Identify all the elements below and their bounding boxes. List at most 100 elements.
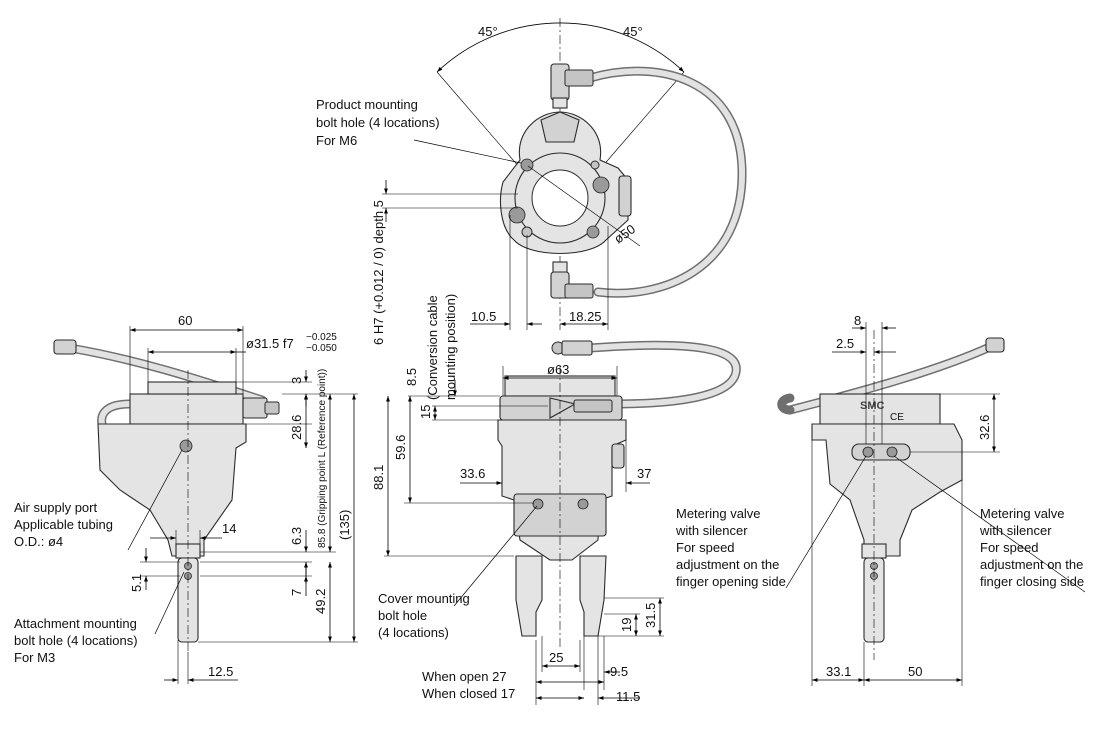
top-bolt-4 bbox=[586, 225, 600, 239]
meter-right-line1: Metering valve bbox=[980, 506, 1065, 521]
left-dim-60: 60 bbox=[178, 313, 192, 328]
left-dim-6-3: 6.3 bbox=[289, 527, 304, 545]
right-valve-window bbox=[851, 443, 911, 461]
metering-valve-close bbox=[886, 446, 898, 458]
top-connector-lower bbox=[550, 261, 594, 299]
dim-18-25: 18.25 bbox=[569, 309, 602, 324]
left-dim-14: 14 bbox=[222, 521, 236, 536]
right-dim-32-6: 32.6 bbox=[977, 415, 992, 440]
pin-hole-label: 6 H7 (+0.012 / 0) depth 5 bbox=[371, 200, 386, 345]
angle-right-label: 45° bbox=[623, 24, 643, 39]
front-view: ø63 8.5 15 59.6 88.1 33.6 37 Cover mount… bbox=[371, 340, 741, 705]
left-dim-5-1: 5.1 bbox=[129, 574, 144, 592]
left-cable-plug bbox=[53, 339, 77, 355]
angle-line-right bbox=[600, 71, 685, 169]
top-view: 45° 45° ø50 Product bbox=[316, 18, 747, 400]
front-dim-31-5: 31.5 bbox=[643, 603, 658, 628]
top-bolt-1 bbox=[520, 158, 534, 172]
front-dim-19: 19 bbox=[619, 618, 634, 632]
cover-note-line1: Cover mounting bbox=[378, 591, 470, 606]
air-note-line1: Air supply port bbox=[14, 500, 97, 515]
meter-left-line4: adjustment on the bbox=[676, 557, 779, 572]
air-note-line3: O.D.: ø4 bbox=[14, 534, 63, 549]
left-dim-135: (135) bbox=[337, 510, 352, 540]
meter-right-line3: For speed bbox=[980, 540, 1039, 555]
right-body bbox=[811, 423, 963, 557]
left-dim-3: 3 bbox=[289, 377, 304, 384]
top-bolt-2 bbox=[592, 176, 610, 194]
attach-leader bbox=[154, 571, 185, 635]
cover-note-line2: bolt hole bbox=[378, 608, 427, 623]
right-view: SMC CE 8 2.5 32.6 33.1 50 Me bbox=[675, 313, 1086, 686]
meter-right-line4: adjustment on the bbox=[980, 557, 1083, 572]
air-note-line2: Applicable tubing bbox=[14, 517, 113, 532]
right-dim-8: 8 bbox=[854, 313, 861, 328]
left-dim-12-5: 12.5 bbox=[208, 664, 233, 679]
left-dim-7: 7 bbox=[289, 589, 304, 596]
bolt-hole-note-line1: Product mounting bbox=[316, 97, 418, 112]
angle-arc bbox=[436, 22, 685, 73]
cover-bolt-leader bbox=[453, 505, 538, 607]
left-phi-tol-top: −0.025 bbox=[306, 332, 337, 343]
front-dim-9-5: 9.5 bbox=[610, 664, 628, 679]
meter-left-line1: Metering valve bbox=[676, 506, 761, 521]
air-supply-port bbox=[179, 439, 193, 453]
front-dim-37: 37 bbox=[637, 466, 651, 481]
dim-10-5: 10.5 bbox=[471, 309, 496, 324]
meter-open-leader bbox=[785, 455, 867, 589]
bolt-hole-note-line3: For M6 bbox=[316, 133, 357, 148]
left-dim-49-2: 49.2 bbox=[313, 589, 328, 614]
front-dim-25: 25 bbox=[549, 650, 563, 665]
left-dim-85-8: 85.8 (Gripping point L (Reference point)… bbox=[317, 369, 328, 548]
smc-logo: SMC bbox=[860, 400, 885, 412]
right-top-flange bbox=[819, 393, 941, 425]
front-cover-bolt-2 bbox=[577, 498, 589, 510]
left-side-connector bbox=[242, 397, 268, 419]
attach-note-line1: Attachment mounting bbox=[14, 616, 137, 631]
ce-mark: CE bbox=[890, 412, 904, 423]
meter-left-line2: with silencer bbox=[675, 523, 748, 538]
left-dim-28-6: 28.6 bbox=[289, 415, 304, 440]
conv-cable-label-2: mounting position) bbox=[443, 294, 458, 400]
air-supply-leader bbox=[127, 449, 183, 551]
meter-left-line3: For speed bbox=[676, 540, 735, 555]
angle-left-label: 45° bbox=[478, 24, 498, 39]
meter-close-leader bbox=[893, 455, 1086, 593]
meter-right-line5: finger closing side bbox=[980, 574, 1084, 589]
cover-note-line3: (4 locations) bbox=[378, 625, 449, 640]
front-dim-11-5: 11.5 bbox=[616, 689, 640, 704]
metering-valve-open bbox=[862, 446, 874, 458]
right-dim-50: 50 bbox=[908, 664, 922, 679]
top-connector-upper bbox=[550, 63, 594, 109]
left-view: 60 ø31.5 f7 −0.025 −0.050 3 28.6 85.8 (G… bbox=[14, 313, 358, 684]
angle-line-left bbox=[436, 71, 521, 169]
top-bolt-3 bbox=[508, 206, 526, 224]
left-dim-phi-31-5: ø31.5 f7 bbox=[246, 336, 294, 351]
meter-right-line2: with silencer bbox=[979, 523, 1052, 538]
right-cable-plug bbox=[985, 337, 1005, 353]
front-dia-63: ø63 bbox=[547, 362, 569, 377]
meter-left-line5: finger opening side bbox=[676, 574, 786, 589]
front-top-connector bbox=[551, 340, 593, 356]
closed-note: When closed 17 bbox=[422, 686, 515, 701]
left-top-flange bbox=[129, 393, 244, 425]
front-dim-33-6: 33.6 bbox=[460, 466, 485, 481]
front-dim-88-1: 88.1 bbox=[371, 465, 386, 490]
front-cover-bolt-1 bbox=[532, 498, 544, 510]
attach-note-line2: bolt hole (4 locations) bbox=[14, 633, 138, 648]
right-dim-33-1: 33.1 bbox=[826, 664, 851, 679]
front-dim-15: 15 bbox=[418, 405, 433, 419]
attach-note-line3: For M3 bbox=[14, 650, 55, 665]
bolt-hole-leader bbox=[413, 139, 522, 164]
front-finger-left bbox=[515, 555, 543, 637]
top-center-bore bbox=[531, 169, 589, 227]
front-finger-right bbox=[579, 555, 607, 637]
conv-cable-label-1: (Conversion cable bbox=[425, 295, 440, 400]
left-body bbox=[97, 423, 247, 557]
front-dim-8-5: 8.5 bbox=[404, 368, 419, 386]
right-dim-2-5: 2.5 bbox=[836, 336, 854, 351]
bolt-hole-note-line2: bolt hole (4 locations) bbox=[316, 115, 440, 130]
front-body bbox=[497, 419, 627, 561]
front-dim-59-6: 59.6 bbox=[393, 435, 408, 460]
